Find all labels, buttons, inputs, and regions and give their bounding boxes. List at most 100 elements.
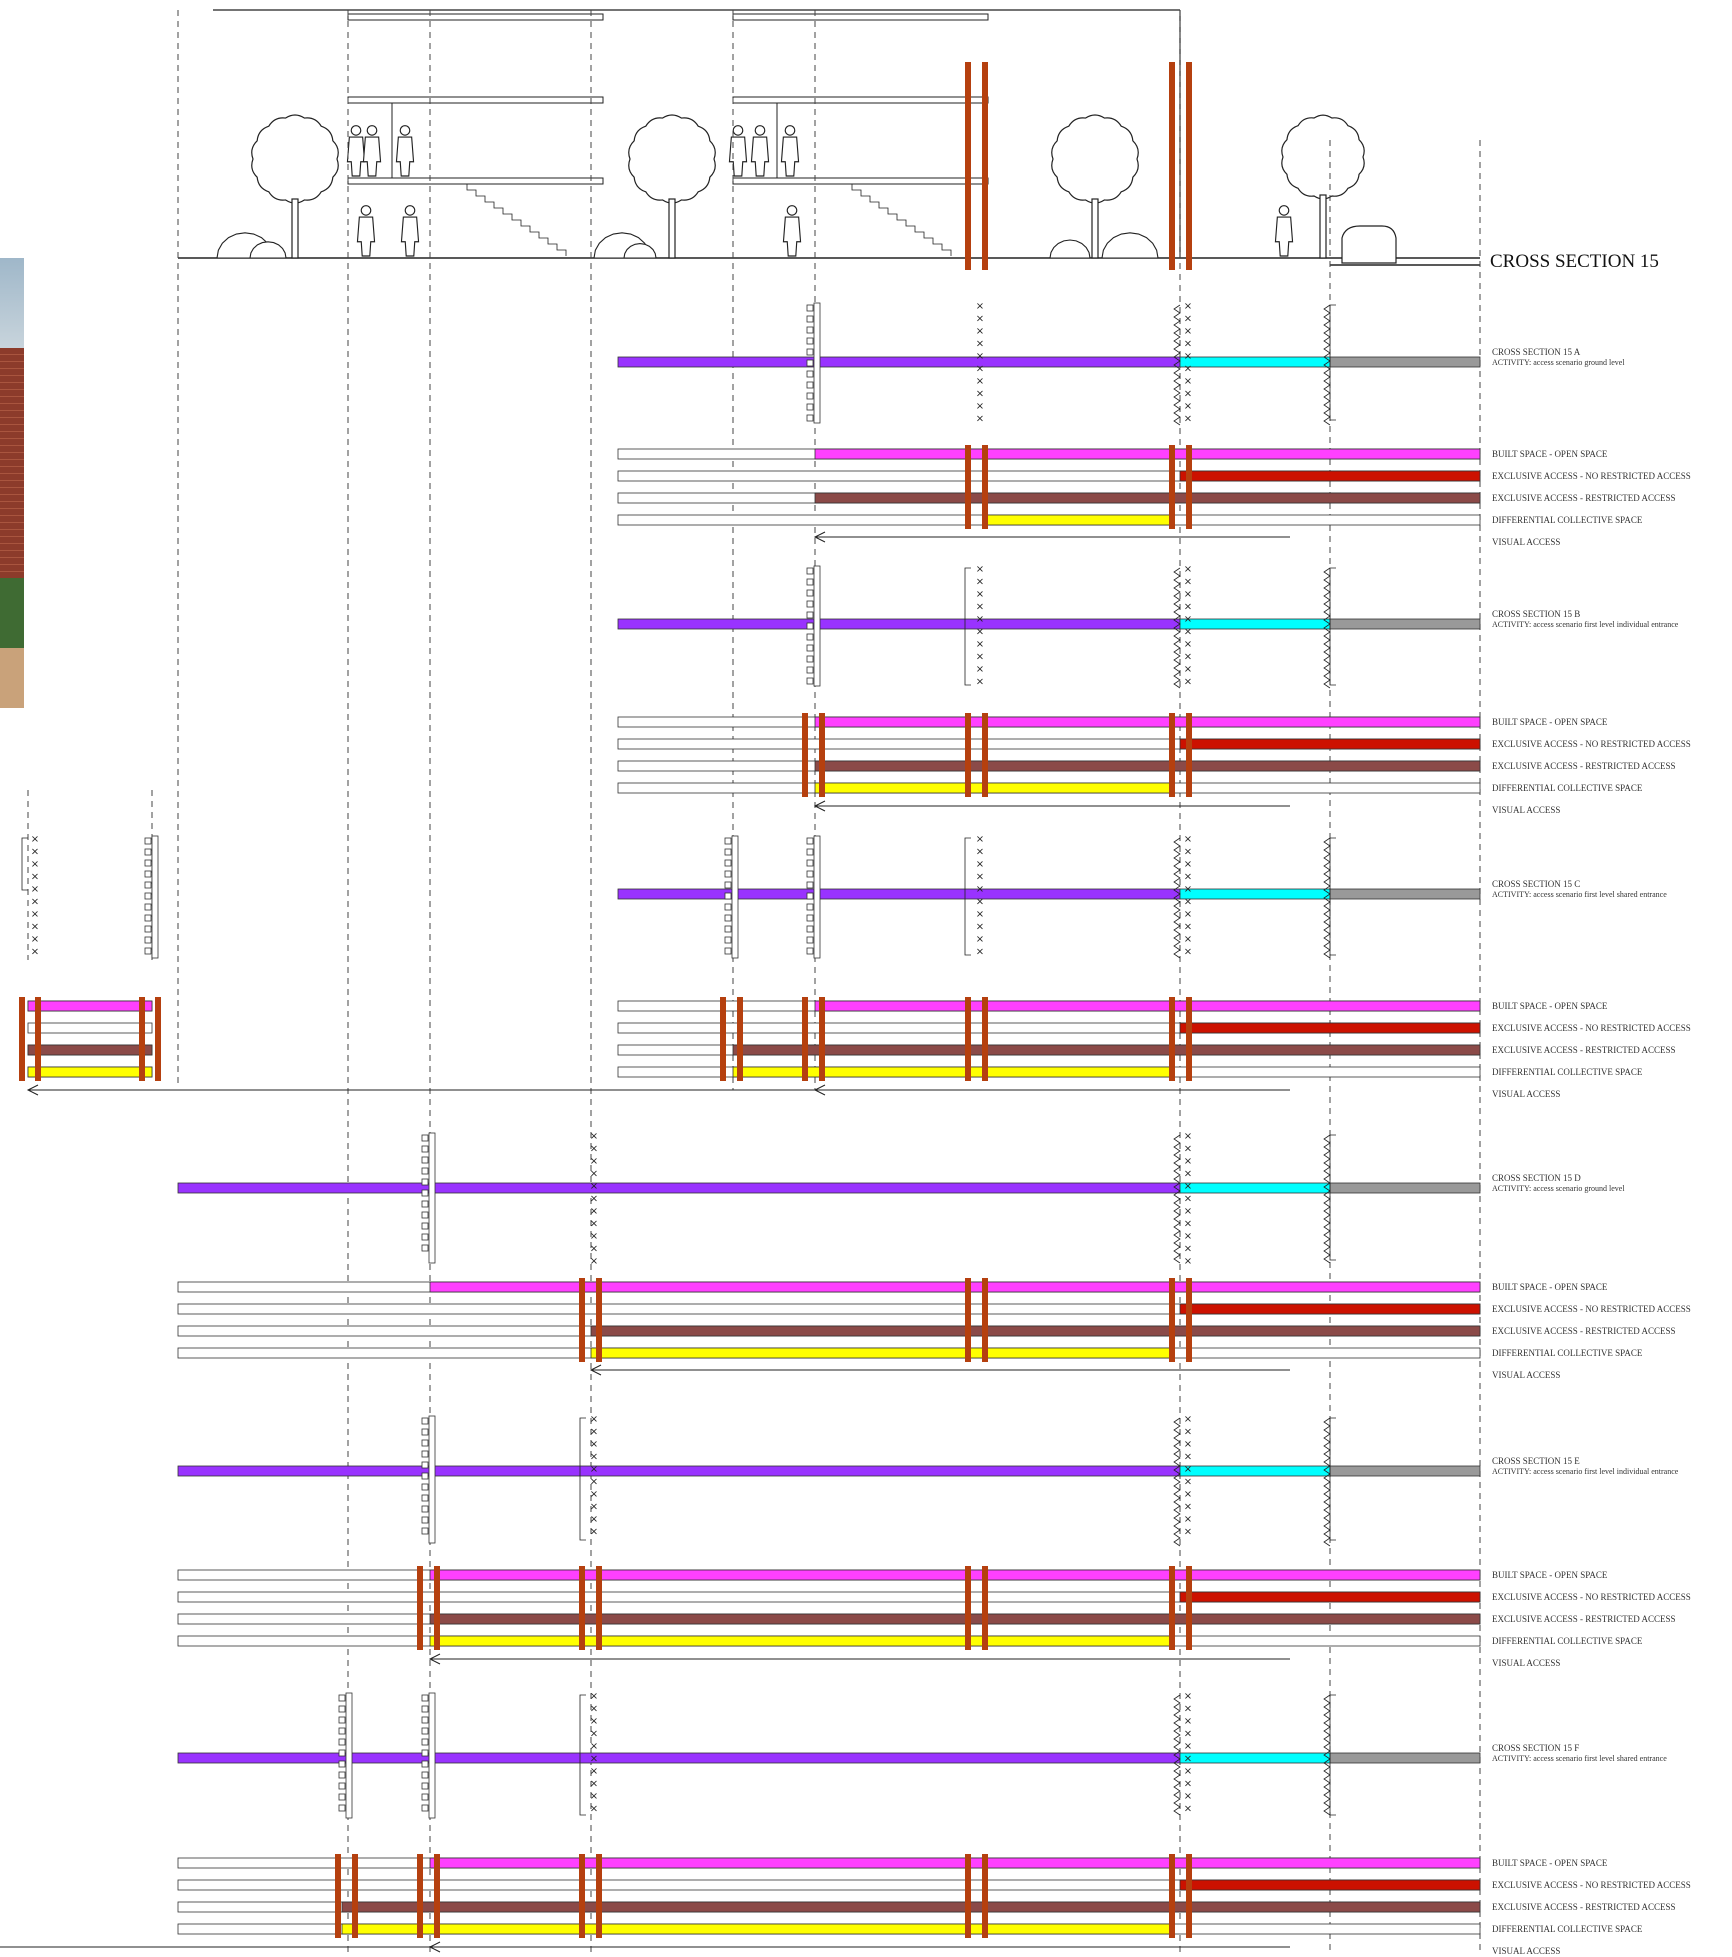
cross-mark: × [976, 834, 984, 845]
cross-mark: × [1184, 1427, 1192, 1438]
door-mark [806, 578, 814, 586]
dashed-grid-lines [27, 10, 1481, 1955]
cross-mark: × [976, 339, 984, 350]
arrow-head [428, 1653, 441, 1665]
barrier-post [1186, 1566, 1192, 1650]
cross-mark: × [590, 1729, 598, 1740]
cross-mark: × [31, 947, 39, 958]
cross-mark: × [1184, 577, 1192, 588]
cross-mark: × [1184, 339, 1192, 350]
barrier-post [720, 997, 726, 1081]
door-mark [724, 892, 732, 900]
barrier-post [1186, 445, 1192, 529]
door-mark [806, 392, 814, 400]
cross-mark: × [1184, 1704, 1192, 1715]
cross-mark: × [31, 922, 39, 933]
mini-band [27, 1044, 153, 1056]
label-differential: DIFFERENTIAL COLLECTIVE SPACE [1492, 515, 1643, 525]
label-exclusive-restricted: EXCLUSIVE ACCESS - RESTRICTED ACCESS [1492, 1902, 1676, 1912]
cross-mark: × [976, 577, 984, 588]
floor-slab [732, 96, 989, 104]
barrier-post [982, 1854, 988, 1938]
barrier-post [982, 713, 988, 797]
door-mark [724, 870, 732, 878]
barrier-post [335, 1854, 341, 1938]
arrow-head [813, 800, 826, 812]
cross-mark: × [976, 884, 984, 895]
person-figure [346, 125, 366, 177]
door-mark [421, 1694, 429, 1702]
cross-mark: × [590, 1502, 598, 1513]
differential-band [984, 514, 1173, 526]
differential-band [429, 1635, 1173, 1647]
cross-mark: × [590, 1144, 598, 1155]
door-mark [724, 925, 732, 933]
label-built-open: BUILT SPACE - OPEN SPACE [1492, 449, 1608, 459]
bracket [579, 1417, 586, 1541]
cross-mark: × [976, 351, 984, 362]
door-mark [806, 947, 814, 955]
door-mark [421, 1494, 429, 1502]
door-mark [144, 870, 152, 878]
door-mark [421, 1760, 429, 1768]
label-exclusive-restricted: EXCLUSIVE ACCESS - RESTRICTED ACCESS [1492, 761, 1676, 771]
door-mark [806, 848, 814, 856]
tree [251, 114, 339, 259]
barrier-post [352, 1854, 358, 1938]
fence-mark [1173, 837, 1181, 959]
cross-mark: × [1184, 1439, 1192, 1450]
arrow-head [813, 531, 826, 543]
activity-bar-middle [1179, 1182, 1331, 1194]
door-frame [428, 1692, 436, 1819]
fence-mark [1323, 837, 1331, 959]
door-mark [144, 848, 152, 856]
activity-bar-outside [1329, 1752, 1481, 1764]
cross-mark: × [1184, 301, 1192, 312]
bracket [1329, 1694, 1336, 1816]
cross-mark: × [1184, 1741, 1192, 1752]
activity-bar-outside [1329, 1465, 1481, 1477]
cross-mark: × [590, 1704, 598, 1715]
label-built-open: BUILT SPACE - OPEN SPACE [1492, 1858, 1608, 1868]
section-title: CROSS SECTION 15 D [1492, 1173, 1581, 1183]
door-mark [338, 1738, 346, 1746]
cross-mark: × [1184, 1219, 1192, 1230]
cross-mark: × [590, 1439, 598, 1450]
cross-mark: × [1184, 847, 1192, 858]
cross-mark: × [1184, 602, 1192, 613]
door-mark [144, 903, 152, 911]
barrier-post [1186, 1854, 1192, 1938]
door-mark [724, 859, 732, 867]
cross-mark: × [1184, 1766, 1192, 1777]
cross-mark: × [976, 564, 984, 575]
door-mark [806, 633, 814, 641]
cross-mark: × [976, 664, 984, 675]
door-mark [421, 1727, 429, 1735]
cross-mark: × [590, 1206, 598, 1217]
cross-mark: × [1184, 614, 1192, 625]
cross-mark: × [1184, 1181, 1192, 1192]
door-mark [806, 381, 814, 389]
door-mark [338, 1804, 346, 1812]
cross-mark: × [590, 1527, 598, 1538]
bracket [579, 1694, 586, 1816]
activity-bar-middle [1179, 618, 1331, 630]
cross-mark: × [976, 614, 984, 625]
cross-mark: × [590, 1452, 598, 1463]
cross-mark: × [1184, 947, 1192, 958]
door-mark [421, 1527, 429, 1535]
fence-mark [1323, 567, 1331, 689]
cross-mark: × [976, 414, 984, 425]
cross-mark: × [976, 627, 984, 638]
activity-bar-inside [177, 1465, 1181, 1477]
door-mark [806, 348, 814, 356]
person-figure [780, 125, 800, 177]
door-mark [421, 1793, 429, 1801]
barrier-post [965, 62, 971, 270]
cross-mark: × [1184, 922, 1192, 933]
door-mark [806, 611, 814, 619]
door-frame [345, 1692, 353, 1819]
label-visual-access: VISUAL ACCESS [1492, 1370, 1561, 1380]
barrier-post [1169, 445, 1175, 529]
door-mark [421, 1516, 429, 1524]
